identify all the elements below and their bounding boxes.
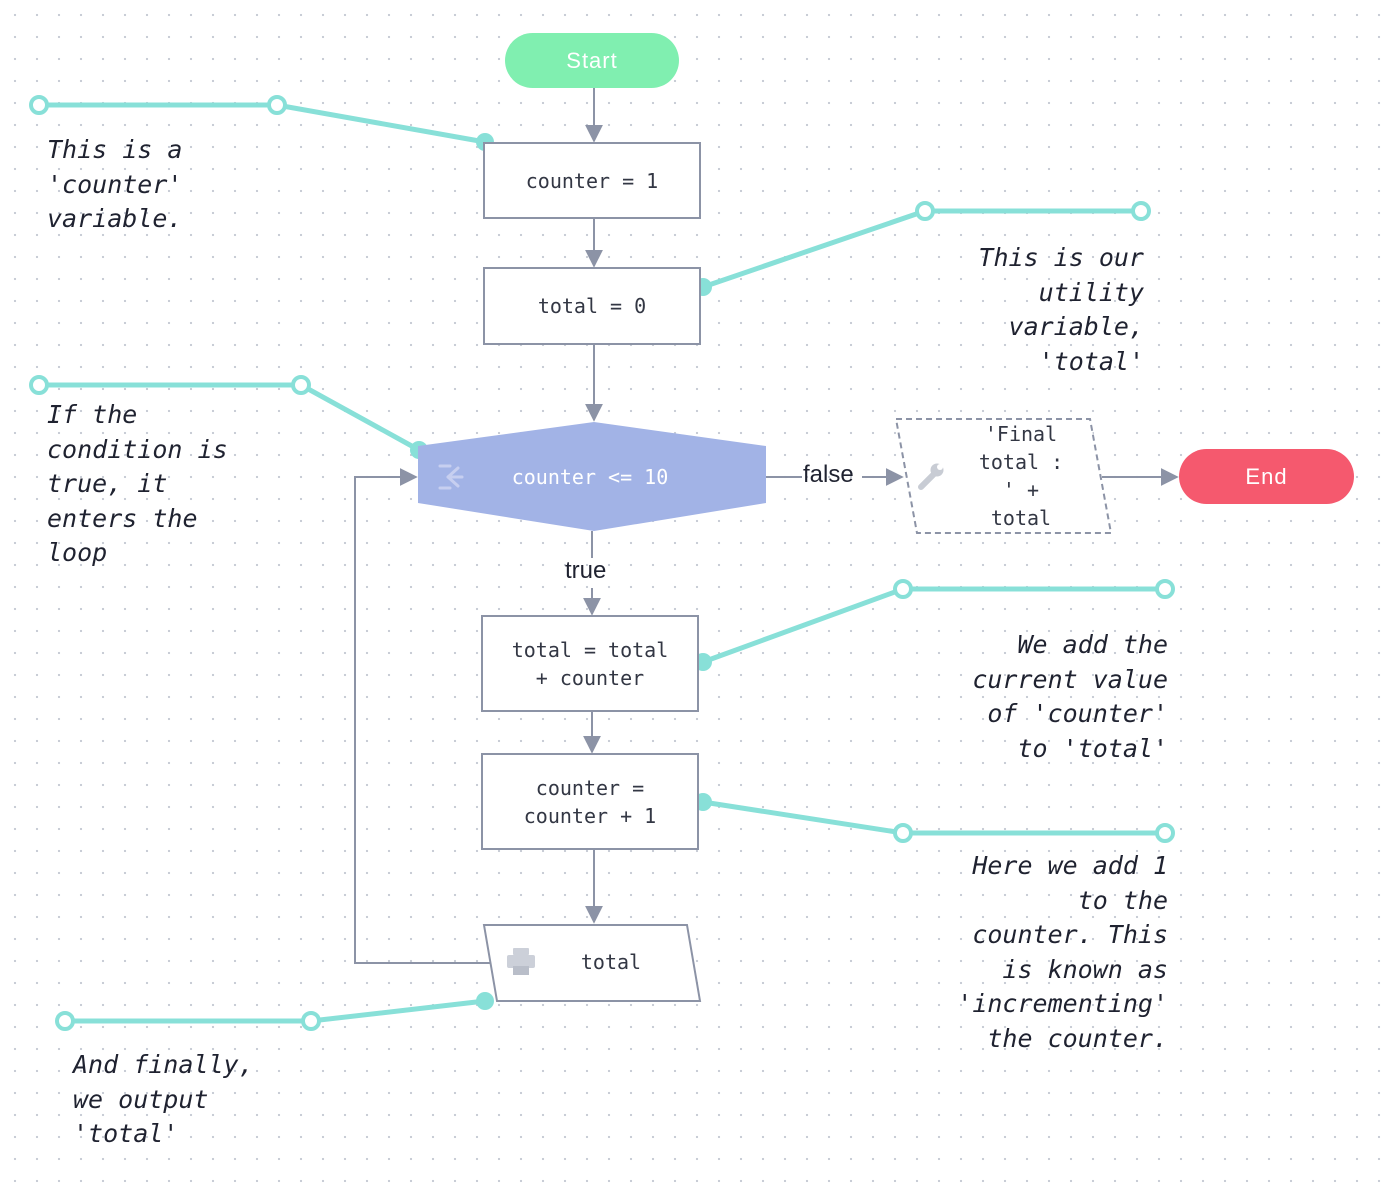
wrench-icon — [918, 463, 944, 490]
condition-shape[interactable] — [418, 422, 766, 531]
annotation-condition[interactable]: If the condition is true, it enters the … — [47, 400, 228, 568]
handle[interactable] — [915, 201, 935, 221]
handle[interactable] — [267, 95, 287, 115]
counter-init-node[interactable]: counter = 1 — [483, 142, 701, 219]
edge-loop-back — [354, 468, 495, 964]
counter-increment-node[interactable]: counter = counter + 1 — [481, 753, 699, 850]
end-node[interactable]: End — [1179, 449, 1354, 504]
total-init-node[interactable]: total = 0 — [483, 267, 701, 345]
annotation-output[interactable]: And finally, we output 'total' — [73, 1050, 254, 1149]
start-node[interactable]: Start — [505, 33, 679, 88]
annotation-increment[interactable]: Here we add 1 to the counter. This is kn… — [957, 851, 1168, 1053]
handle[interactable] — [55, 1011, 75, 1031]
final-output-label: 'Final total : ' + total — [978, 422, 1064, 530]
annotation-line-output — [65, 998, 486, 1024]
handle[interactable] — [1131, 201, 1151, 221]
output-shape[interactable] — [482, 924, 702, 1002]
annotation-counter[interactable]: This is a 'counter' variable. — [47, 135, 183, 234]
handle[interactable] — [893, 823, 913, 843]
true-edge-label: true — [565, 557, 607, 584]
annotation-line-increment — [702, 799, 1165, 836]
branch-icon — [438, 464, 464, 490]
handle[interactable] — [29, 95, 49, 115]
annotation-total[interactable]: This is our utility variable, 'total' — [978, 243, 1144, 376]
handle[interactable] — [291, 375, 311, 395]
handle[interactable] — [301, 1011, 321, 1031]
handle[interactable] — [1155, 823, 1175, 843]
final-output-shape[interactable] — [894, 418, 1113, 534]
false-edge-label: false — [803, 461, 854, 488]
annotation-add[interactable]: We add the current value of 'counter' to… — [972, 630, 1168, 763]
handle[interactable] — [893, 579, 913, 599]
condition-label: counter <= 10 — [511, 465, 669, 489]
handle[interactable] — [1155, 579, 1175, 599]
anchor-dot — [476, 992, 494, 1010]
handle[interactable] — [29, 375, 49, 395]
total-update-node[interactable]: total = total + counter — [481, 615, 699, 712]
printer-icon — [507, 948, 535, 975]
output-label: total — [580, 950, 642, 974]
